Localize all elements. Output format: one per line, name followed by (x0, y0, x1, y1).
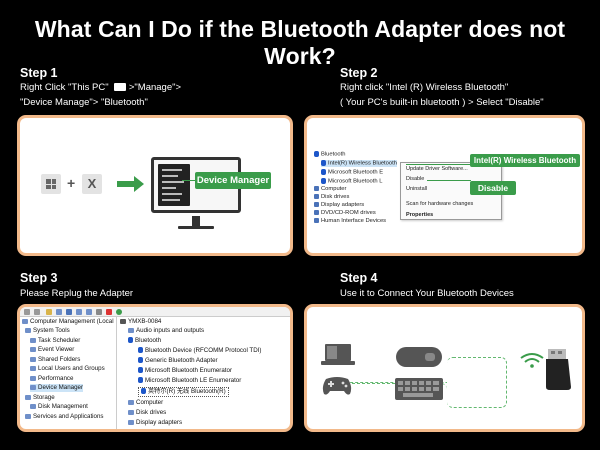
tree-item-disk[interactable]: Disk drives (314, 194, 349, 200)
tree-bt-intel[interactable]: 英特尔(R) 无线 Bluetooth(R) (138, 387, 229, 397)
mouse-icon (396, 347, 442, 367)
step3-title: Step 3 (20, 271, 58, 285)
menu-scan[interactable]: Scan for hardware changes (406, 201, 474, 207)
tree-performance[interactable]: Performance (30, 375, 73, 383)
tree-device-manager[interactable]: Device Manager (30, 384, 84, 392)
menu-update-driver[interactable]: Update Driver Software... (406, 166, 468, 172)
step1-line1-pre: Right Click "This PC" (20, 82, 109, 93)
step1-title: Step 1 (20, 66, 58, 80)
tree-bt-enumerator[interactable]: Microsoft Bluetooth Enumerator (138, 367, 232, 375)
help-icon[interactable] (66, 309, 72, 315)
tree-task-scheduler[interactable]: Task Scheduler (30, 337, 80, 345)
back-icon[interactable] (24, 309, 30, 315)
tree-item-dvd[interactable]: DVD/CD-ROM drives (314, 210, 376, 216)
disable-label: Disable (470, 181, 516, 195)
plus-sign: + (67, 175, 76, 191)
gamepad-icon (322, 377, 352, 395)
step2-line1: Right click "Intel (R) Wireless Bluetoot… (340, 82, 509, 93)
pc-icon (114, 83, 127, 92)
step2-line2: ( Your PC's built-in bluetooth ) > Selec… (340, 97, 544, 108)
tree-item-hid[interactable]: Human Interface Devices (314, 218, 386, 224)
laptop-icon (321, 344, 355, 365)
context-menu-graphic (158, 164, 190, 206)
tree-bt-generic[interactable]: Generic Bluetooth Adapter (138, 357, 218, 365)
step3-card: Computer Management (Local System Tools … (17, 304, 293, 432)
step4-card (304, 304, 585, 432)
wifi-signal-icon (520, 353, 544, 368)
tree-disk-drives[interactable]: Disk drives (128, 409, 166, 417)
step1-line1-post: >"Manage"> (128, 82, 182, 93)
tree-root-ymxb[interactable]: YMXB-0084 (120, 318, 161, 326)
view-icon[interactable] (76, 309, 82, 315)
arrow-right-icon (117, 176, 144, 192)
step2-title: Step 2 (340, 66, 378, 80)
forward-icon[interactable] (34, 309, 40, 315)
step4-desc: Use it to Connect Your Bluetooth Devices (340, 288, 514, 299)
tree-computer-management[interactable]: Computer Management (Local (22, 318, 114, 326)
tree-bt-le-enumerator[interactable]: Microsoft Bluetooth LE Enumerator (138, 377, 241, 385)
tree-audio[interactable]: Audio inputs and outputs (128, 327, 204, 335)
tree-item-computer[interactable]: Computer (314, 186, 346, 192)
step2-desc: Right click "Intel (R) Wireless Bluetoot… (340, 80, 595, 110)
menu-properties[interactable]: Properties (406, 212, 434, 218)
intel-bluetooth-label: Intel(R) Wireless Bluetooth (470, 154, 580, 167)
toolbar (20, 307, 290, 317)
enable-icon[interactable] (116, 309, 122, 315)
update-icon[interactable] (96, 309, 102, 315)
tree-services-apps[interactable]: Services and Applications (25, 413, 104, 421)
bluetooth-adapter-icon (546, 349, 571, 390)
tree-item-ms-bt-l[interactable]: Microsoft Bluetooth L (321, 178, 382, 185)
step4-title: Step 4 (340, 271, 378, 285)
step1-line2: "Device Manage"> "Bluetooth" (20, 97, 148, 108)
keyboard-icon (395, 378, 443, 400)
properties-icon[interactable] (56, 309, 62, 315)
tree-disk-management[interactable]: Disk Management (30, 403, 88, 411)
tree-event-viewer[interactable]: Event Viewer (30, 346, 74, 354)
step2-card: Bluetooth Intel(R) Wireless Bluetooth Mi… (304, 115, 585, 256)
tree-item-ms-bt-e[interactable]: Microsoft Bluetooth E (321, 169, 383, 176)
tree-system-tools[interactable]: System Tools (25, 327, 70, 335)
tree-computer[interactable]: Computer (128, 399, 163, 407)
page-title: What Can I Do if the Bluetooth Adapter d… (34, 16, 566, 69)
tree-local-users[interactable]: Local Users and Groups (30, 365, 105, 373)
tree-storage[interactable]: Storage (25, 394, 55, 402)
tree-bt-rfcomm[interactable]: Bluetooth Device (RFCOMM Protocol TDI) (138, 347, 261, 355)
tree-item-display[interactable]: Display adapters (314, 202, 364, 208)
uninstall-icon[interactable] (106, 309, 112, 315)
folder-icon[interactable] (46, 309, 52, 315)
tree-bluetooth[interactable]: Bluetooth (314, 151, 346, 158)
monitor-icon[interactable] (86, 309, 92, 315)
menu-uninstall[interactable]: Uninstall (406, 186, 428, 192)
tree-display-adapters[interactable]: Display adapters (128, 419, 182, 427)
step3-desc: Please Replug the Adapter (20, 288, 134, 299)
tree-bluetooth[interactable]: Bluetooth (128, 337, 161, 345)
step1-card: + X Device Manager (17, 115, 293, 256)
step1-desc: Right Click "This PC" >"Manage"> "Device… (20, 80, 290, 110)
x-key-icon: X (82, 174, 102, 194)
menu-disable[interactable]: Disable (406, 176, 425, 182)
tree-item-intel[interactable]: Intel(R) Wireless Bluetooth (321, 160, 397, 167)
tree-shared-folders[interactable]: Shared Folders (30, 356, 80, 364)
device-manager-label: Device Manager (195, 172, 271, 189)
windows-key-icon (41, 174, 61, 194)
